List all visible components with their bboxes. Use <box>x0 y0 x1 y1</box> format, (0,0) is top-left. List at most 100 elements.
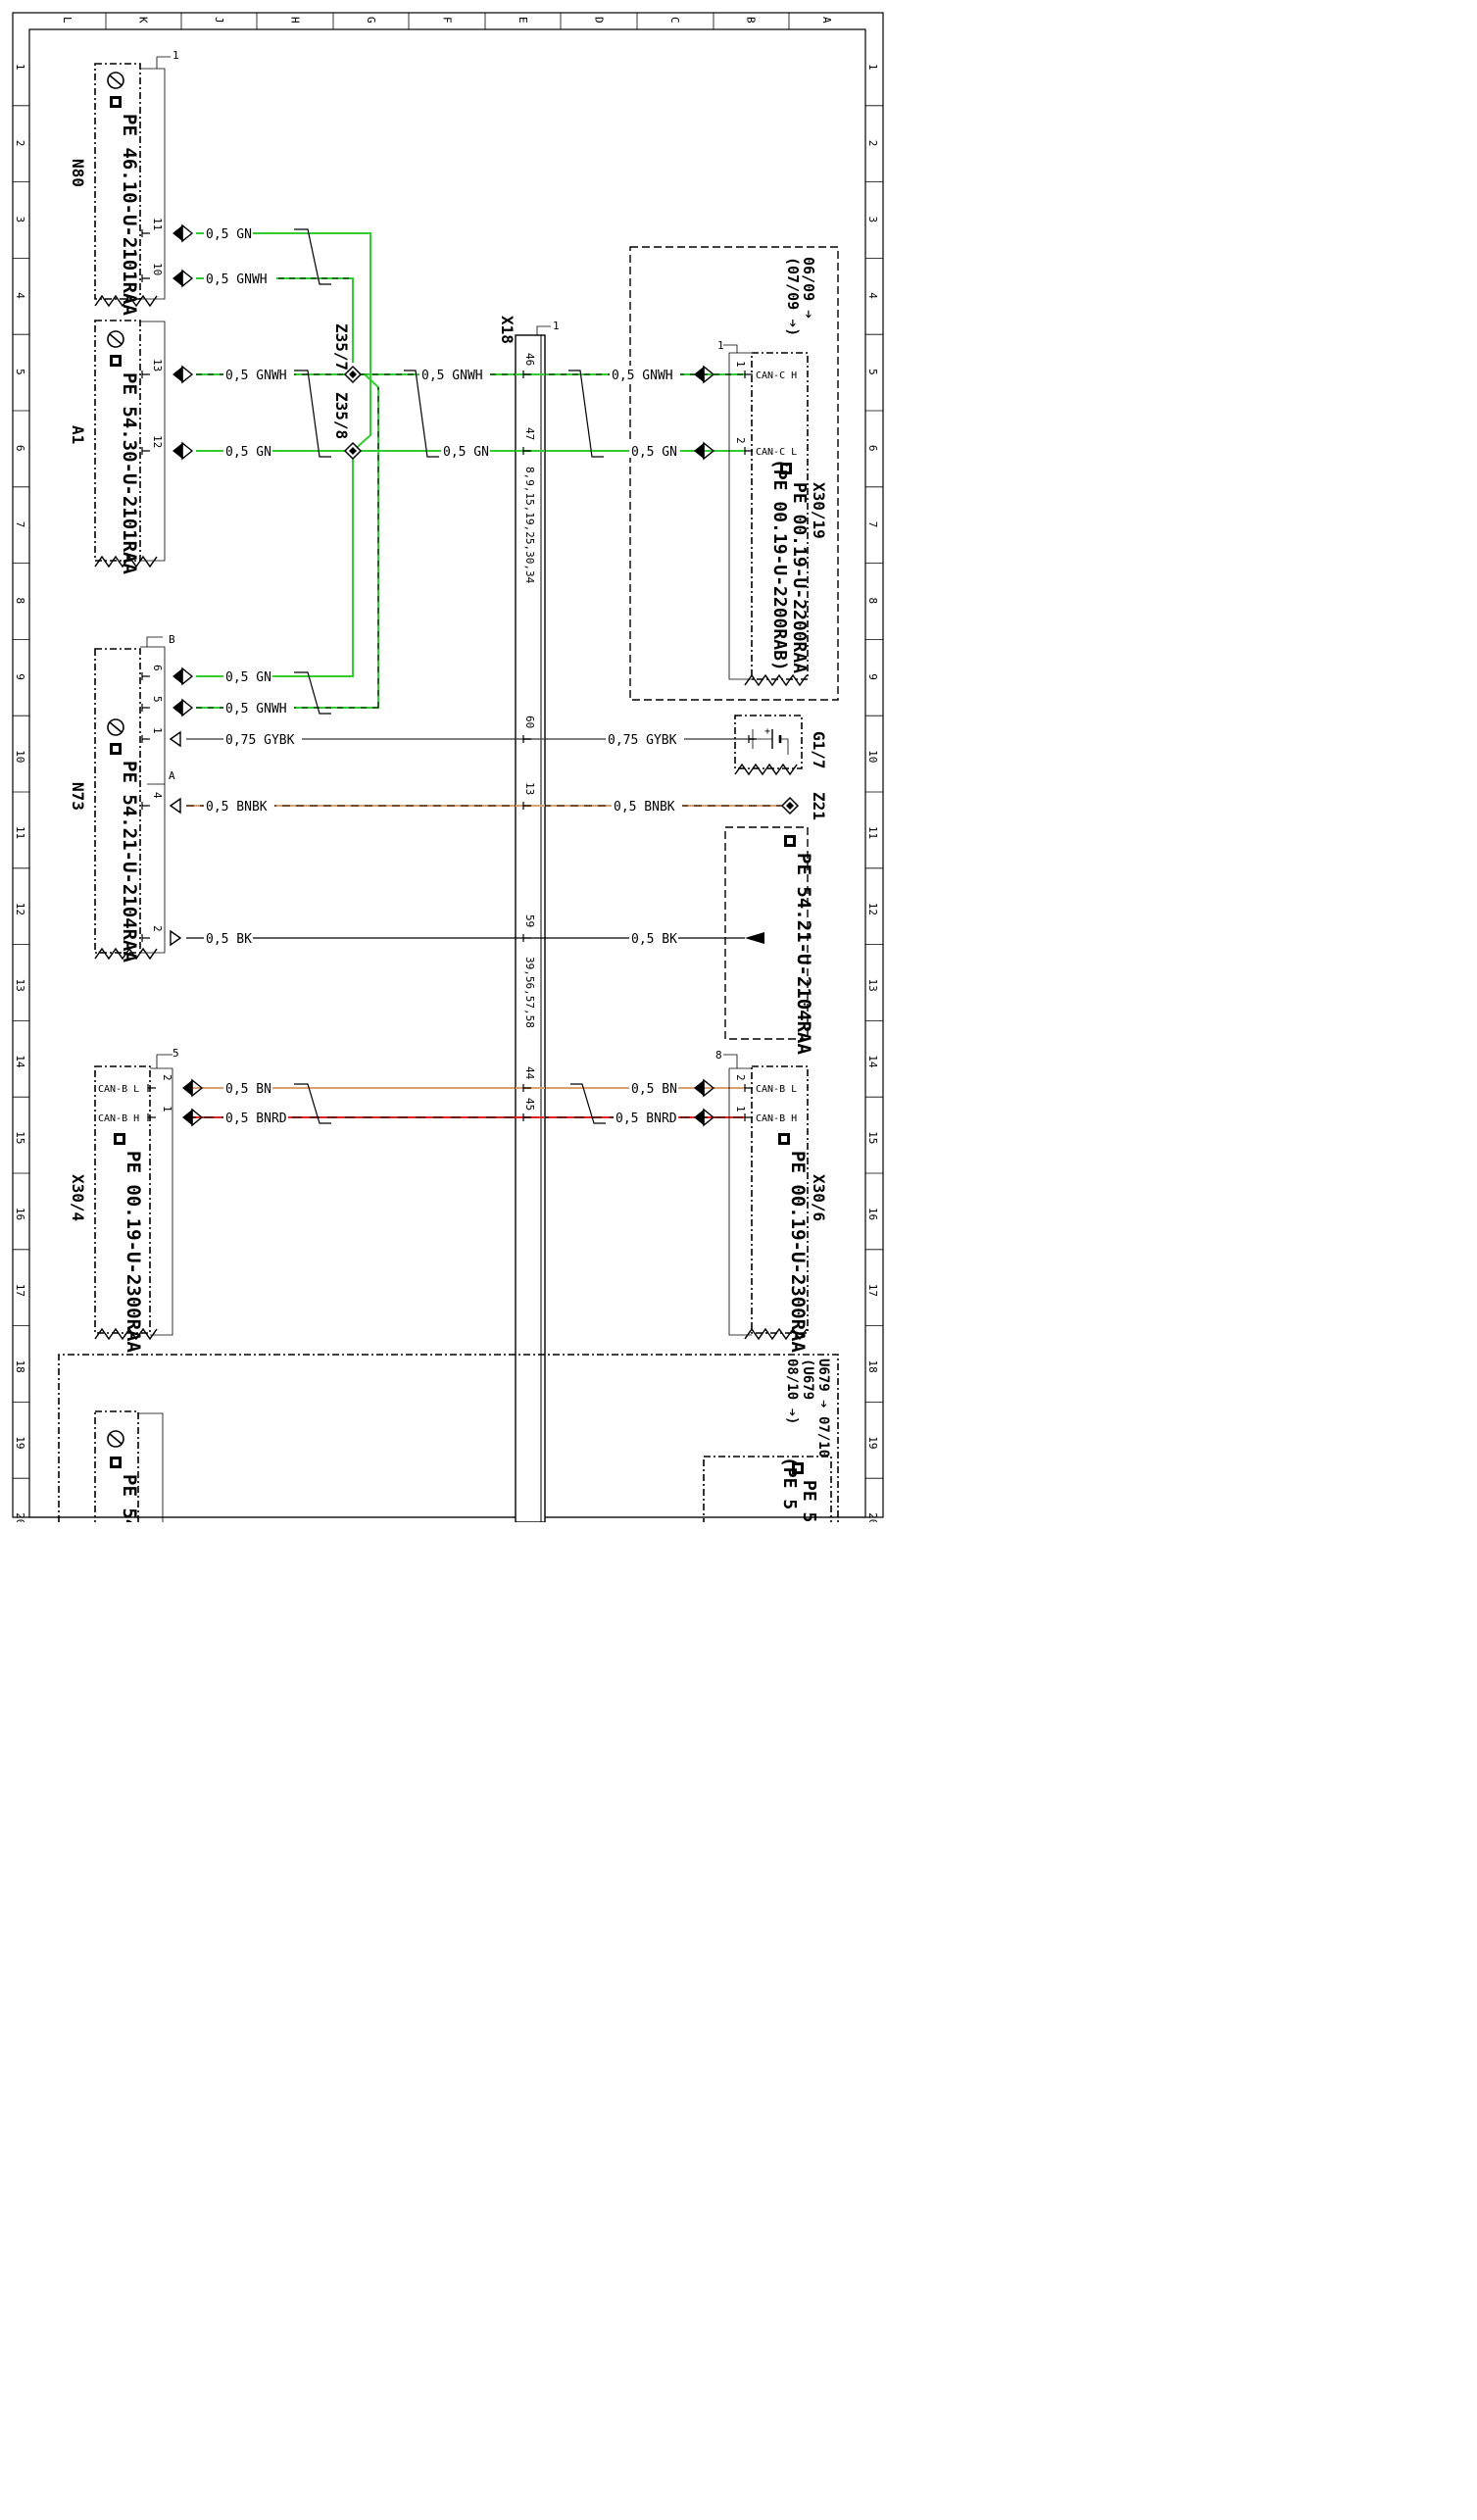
pin-connector-n73-5-icon <box>172 698 194 717</box>
x30-4-label: X30/4 <box>69 1174 87 1221</box>
row-label-14-r: 14 <box>866 1055 879 1068</box>
row-label-4-r: 4 <box>866 292 879 299</box>
pin-stub-a1-13 <box>141 371 150 378</box>
row-label-12-r: 12 <box>866 903 879 915</box>
row-label-16-l: 16 <box>14 1208 26 1220</box>
u679-note-a: U679 ➔ 07/10 <box>815 1359 831 1458</box>
region-u679: U679 ➔ 07/10 (U679 08/10 ➔) PE 54 PE 5 (… <box>58 1354 839 1522</box>
n73-reference-icon <box>110 743 122 755</box>
pin-arrow-n73-2-icon <box>170 929 182 947</box>
x30-19-pin-can-l: CAN-C L <box>756 447 797 458</box>
pin-connector-n80-10-icon <box>172 269 194 288</box>
row-label-19-r: 19 <box>866 1436 879 1449</box>
row-label-13-r: 13 <box>866 979 879 992</box>
wire-label-x3019-1: 0,5 GNWH <box>612 369 673 383</box>
row-ticks <box>13 105 883 1479</box>
row-label-3-l: 3 <box>14 217 26 223</box>
row-label-8-r: 8 <box>866 598 879 605</box>
x18-pin-numbers: 46 47 8,9,15,19,25,30,34 60 13 59 39,56,… <box>523 353 536 1111</box>
n80-label: N80 <box>69 159 87 187</box>
row-label-7-l: 7 <box>14 521 26 528</box>
wire-label-a1-12: 0,5 GN <box>225 445 271 460</box>
row-label-6-r: 6 <box>866 445 879 452</box>
n73-pin-1: 1 <box>151 727 164 734</box>
row-label-15-r: 15 <box>866 1131 879 1144</box>
wire-n80-11 <box>196 232 371 452</box>
x30-4-pin-1: 1 <box>161 1106 173 1112</box>
pin-stub-x3019-1 <box>744 371 753 378</box>
x18-pin-44: 44 <box>523 1066 536 1080</box>
x30-6-connector-label: 8 <box>715 1049 722 1062</box>
row-label-5-l: 5 <box>14 369 26 375</box>
x30-19-pin-2: 2 <box>734 437 747 444</box>
row-label-18-l: 18 <box>14 1360 26 1373</box>
wire-label-x18-59: 0,5 BK <box>631 932 677 947</box>
bottom-right-partial-reference-a: PE 5 <box>799 1480 819 1522</box>
row-label-13-l: 13 <box>14 979 26 992</box>
n73-pin-5: 5 <box>151 696 164 703</box>
bottom-right-partial-reference-b: (PE 5 <box>779 1457 800 1509</box>
row-label-2-l: 2 <box>14 140 26 147</box>
a1-zigzag-icon <box>94 555 158 568</box>
pin-connector-x304-1-icon <box>182 1108 204 1127</box>
column-label-b: B <box>745 17 758 24</box>
row-label-5-r: 5 <box>866 369 879 375</box>
x30-4-connector-label: 5 <box>172 1047 179 1060</box>
pin-stub-x304-2 <box>147 1084 156 1092</box>
component-x30-4: 5 CAN-B L CAN-B H PE 00.19-U-2300RAA X30… <box>69 1047 179 1353</box>
row-label-6-l: 6 <box>14 445 26 452</box>
row-label-9-r: 9 <box>866 673 879 680</box>
column-label-g: G <box>365 17 377 24</box>
x18-pin-59: 59 <box>523 914 536 927</box>
column-label-c: C <box>668 17 681 24</box>
row-label-17-l: 17 <box>14 1284 26 1297</box>
x30-6-label: X30/6 <box>810 1174 828 1221</box>
row-label-8-l: 8 <box>14 598 26 605</box>
row-label-7-r: 7 <box>866 521 879 528</box>
wire-n73-6 <box>196 451 354 677</box>
x18-unused-pins-a: 8,9,15,19,25,30,34 <box>523 467 536 584</box>
pin-connector-x3019-1-icon <box>694 365 715 384</box>
x30-4-zigzag-icon <box>94 1327 158 1341</box>
n80-reference: PE 46.10-U-2101RAA <box>119 114 140 316</box>
row-label-1-l: 1 <box>14 64 26 71</box>
a1-pin-13: 13 <box>151 359 164 371</box>
x30-19-reference: PE 00.19-U-2200RAA <box>789 482 810 673</box>
row-label-14-l: 14 <box>14 1055 26 1068</box>
component-pe-54-21-box: PE 54.21-U-2104RAA <box>724 826 814 1055</box>
wire-label-n80-11: 0,5 GN <box>206 227 252 242</box>
x30-6-pin-2: 2 <box>734 1074 747 1081</box>
x18-pin-13: 13 <box>523 782 536 795</box>
n73-reference: PE 54.21-U-2104RAA <box>119 761 140 963</box>
pin-stub-x3019-2 <box>744 447 753 455</box>
column-label-f: F <box>441 17 454 24</box>
g1-7-zigzag-icon <box>734 763 798 776</box>
n80-pin-11: 11 <box>151 218 164 230</box>
x18-pin-45: 45 <box>523 1098 536 1111</box>
x18-label: X18 <box>498 316 517 344</box>
x30-6-pin-1: 1 <box>734 1106 747 1112</box>
arrow-icon <box>745 932 764 944</box>
x18-connector-label: 1 <box>553 320 560 332</box>
pin-stub-n73-6 <box>141 672 150 680</box>
bottom-reference-icon <box>110 1457 122 1468</box>
twist-markers <box>294 228 606 1124</box>
pin-stub-x304-1 <box>147 1113 156 1121</box>
x30-6-reference-icon <box>778 1133 790 1145</box>
pin-connector-x306-2-icon <box>694 1078 715 1098</box>
n80-zigzag-icon <box>94 294 158 308</box>
g1-7-plus-sign: + <box>764 726 770 737</box>
pin-stub-g1-7 <box>748 735 757 743</box>
x30-19-reference-icon <box>780 463 792 474</box>
pin-connector-a1-13-icon <box>172 365 194 384</box>
wire-label-n73-5: 0,5 GNWH <box>225 702 287 716</box>
pin-stub-n80-11 <box>141 229 150 237</box>
row-label-11-l: 11 <box>14 826 26 839</box>
row-label-12-l: 12 <box>14 903 26 915</box>
n80-ground-icon <box>107 72 124 89</box>
n80-pin-10: 10 <box>151 263 164 275</box>
bottom-right-reference-icon <box>792 1462 804 1474</box>
column-label-k: K <box>136 17 149 24</box>
